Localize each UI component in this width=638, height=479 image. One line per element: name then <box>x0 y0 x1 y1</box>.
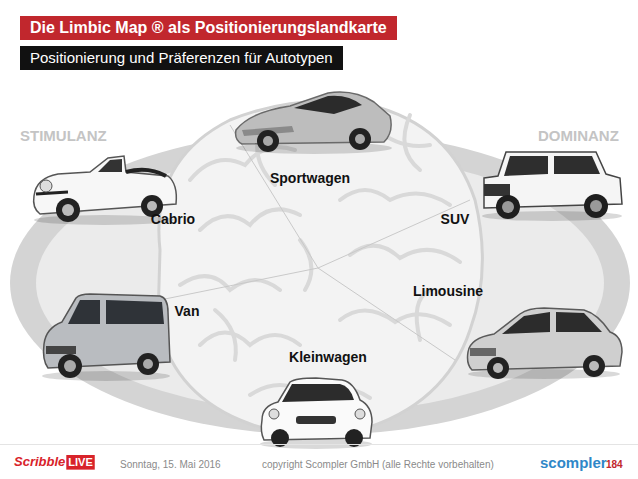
logo-box <box>66 455 94 470</box>
suv-car <box>482 152 622 221</box>
small-car <box>260 378 372 449</box>
subtitle-bar: Positionierung und Präferenzen für Autot… <box>18 46 343 70</box>
sedan-car <box>468 308 623 379</box>
footer-date: Sonntag, 15. Mai 2016 <box>120 459 221 471</box>
axis-label: STIMULANZ <box>20 127 107 144</box>
axis-label: DOMINANZ <box>538 127 619 144</box>
brain <box>158 101 482 436</box>
car-type-label: Kleinwagen <box>289 349 367 365</box>
van-car <box>42 294 170 381</box>
sports-car <box>236 92 392 154</box>
car-type-label: Van <box>175 303 200 319</box>
logo-text: scompler <box>540 454 607 471</box>
page-number: 184 <box>606 459 623 471</box>
logo-text: Scribble <box>14 455 65 470</box>
car-type-label: Sportwagen <box>270 170 350 186</box>
footer-rule <box>0 444 638 445</box>
title-bar: Die Limbic Map ® als Positionierungsland… <box>18 16 397 40</box>
car-type-label: SUV <box>441 211 470 227</box>
footer-copyright: copyright Scompler GmbH (alle Rechte vor… <box>262 459 494 471</box>
logo-text: LIVE <box>68 456 92 469</box>
car-type-label: Cabrio <box>151 211 195 227</box>
car-type-label: Limousine <box>413 283 483 299</box>
